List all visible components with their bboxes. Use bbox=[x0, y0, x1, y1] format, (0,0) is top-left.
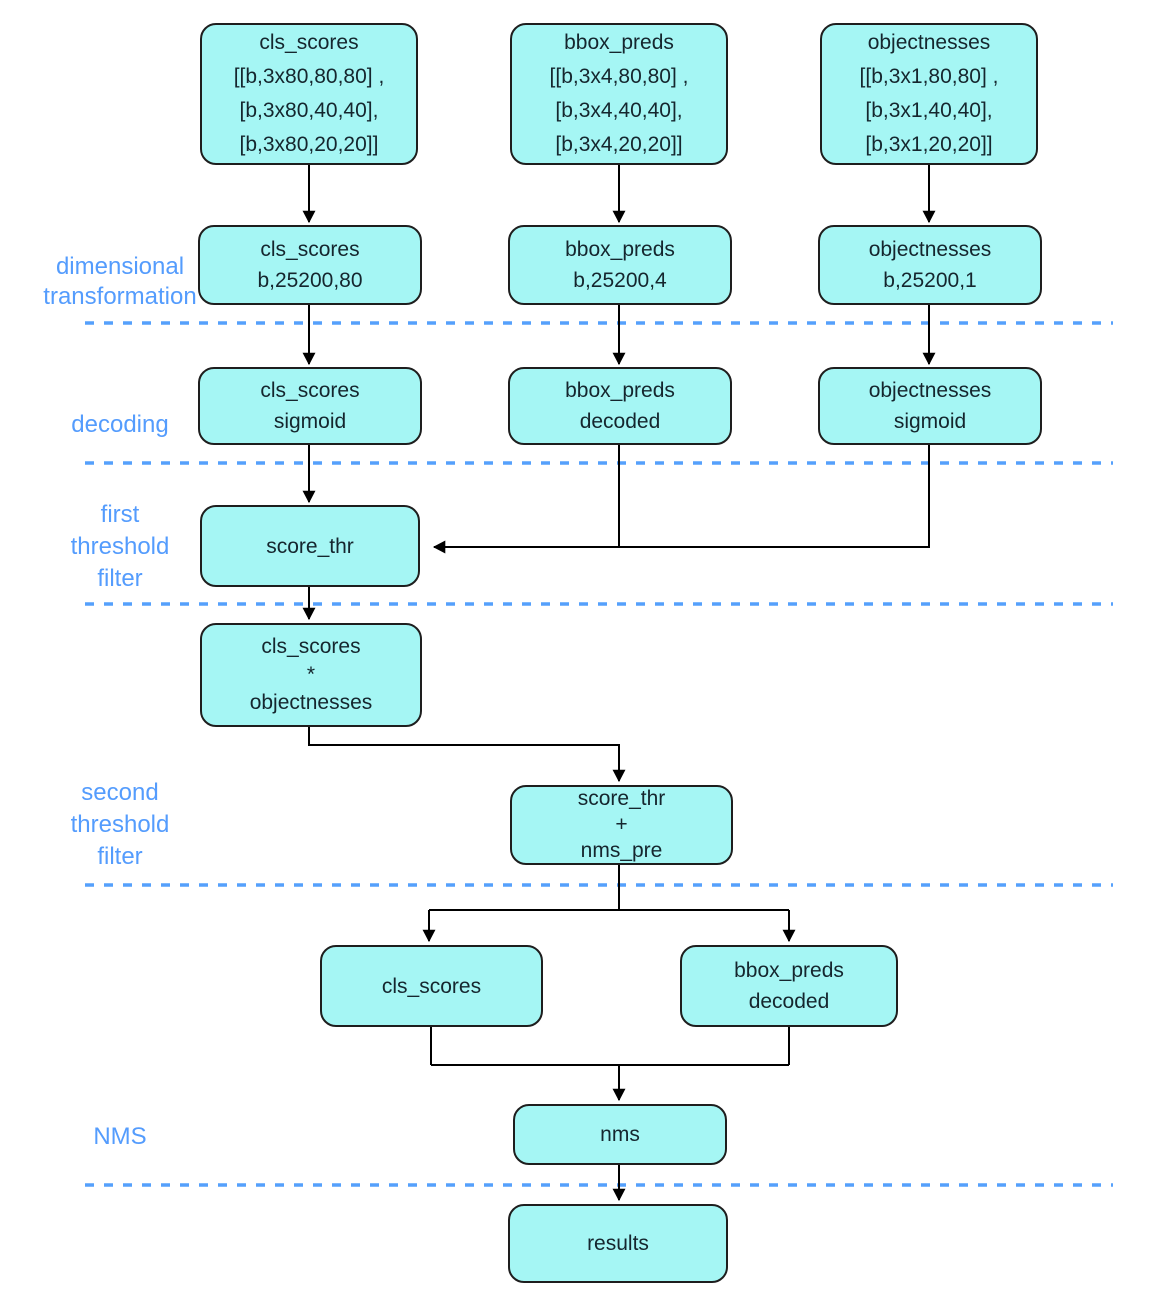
arrow-mul-to-score-thr-nms-pre bbox=[308, 727, 626, 783]
section-label-line: NMS bbox=[93, 1123, 147, 1150]
section-label-line: filter bbox=[97, 565, 143, 592]
node-line: decoded bbox=[579, 410, 661, 433]
node-line: [b,3x1,40,40], bbox=[865, 99, 993, 122]
node-line: [b,3x80,40,40], bbox=[239, 99, 379, 122]
node-line: [b,3x4,40,40], bbox=[555, 99, 683, 122]
node-line: results bbox=[587, 1232, 649, 1255]
node-line: bbox_preds bbox=[564, 31, 674, 54]
node-line: objectnesses bbox=[868, 238, 992, 261]
node-cls-scores-reshaped: cls_scores b,25200,80 bbox=[198, 225, 422, 305]
node-line: objectnesses bbox=[868, 379, 992, 402]
node-line: bbox_preds bbox=[565, 238, 675, 261]
arrow-obj-sigmoid-to-score-thr bbox=[432, 445, 930, 554]
section-label-line: threshold bbox=[70, 811, 170, 838]
node-results: results bbox=[508, 1204, 728, 1283]
section-label-nms: NMS bbox=[25, 1121, 215, 1153]
node-line: decoded bbox=[748, 990, 830, 1013]
section-label-line: first bbox=[100, 501, 140, 528]
section-label-second-threshold-filter: second threshold filter bbox=[25, 777, 215, 873]
node-score-thr-nms-pre: score_thr + nms_pre bbox=[510, 785, 733, 865]
node-line: [b,3x80,20,20]] bbox=[239, 133, 379, 156]
node-line: nms bbox=[600, 1123, 640, 1146]
node-line: + bbox=[615, 813, 628, 836]
node-bbox-preds-reshaped: bbox_preds b,25200,4 bbox=[508, 225, 732, 305]
node-objectnesses-reshaped: objectnesses b,25200,1 bbox=[818, 225, 1042, 305]
section-label-line: transformation bbox=[43, 283, 197, 310]
node-line: objectnesses bbox=[867, 31, 991, 54]
node-line: score_thr bbox=[266, 534, 354, 558]
node-line: objectnesses bbox=[249, 691, 373, 714]
node-line: cls_scores bbox=[259, 31, 359, 54]
node-line: bbox_preds bbox=[565, 379, 675, 402]
node-nms: nms bbox=[513, 1104, 727, 1165]
node-line: [[b,3x1,80,80] , bbox=[859, 65, 999, 88]
node-line: cls_scores bbox=[260, 238, 360, 261]
section-label-line: second bbox=[81, 779, 159, 806]
node-line: b,25200,80 bbox=[257, 269, 363, 292]
node-objectnesses-input: objectnesses [[b,3x1,80,80] , [b,3x1,40,… bbox=[820, 23, 1038, 165]
node-line: bbox_preds bbox=[734, 959, 844, 982]
node-line: * bbox=[306, 663, 316, 686]
node-cls-scores-input: cls_scores [[b,3x80,80,80] , [b,3x80,40,… bbox=[200, 23, 418, 165]
node-line: [[b,3x4,80,80] , bbox=[549, 65, 689, 88]
node-line: sigmoid bbox=[893, 410, 967, 433]
section-label-decoding: decoding bbox=[25, 409, 215, 441]
node-cls-scores-mul-objectnesses: cls_scores * objectnesses bbox=[200, 623, 422, 727]
node-objectnesses-sigmoid: objectnesses sigmoid bbox=[818, 367, 1042, 445]
node-bbox-preds-decoded: bbox_preds decoded bbox=[508, 367, 732, 445]
section-label-line: decoding bbox=[71, 411, 169, 438]
node-line: [b,3x4,20,20]] bbox=[555, 133, 683, 156]
node-line: sigmoid bbox=[273, 410, 347, 433]
node-score-thr: score_thr bbox=[200, 505, 420, 587]
section-label-first-threshold-filter: first threshold filter bbox=[25, 499, 215, 595]
node-cls-scores-sigmoid: cls_scores sigmoid bbox=[198, 367, 422, 445]
node-cls-scores-filtered: cls_scores bbox=[320, 945, 543, 1027]
node-bbox-preds-input: bbox_preds [[b,3x4,80,80] , [b,3x4,40,40… bbox=[510, 23, 728, 165]
section-label-line: filter bbox=[97, 843, 143, 870]
section-label-line: dimensional bbox=[55, 253, 185, 280]
node-line: cls_scores bbox=[260, 379, 360, 402]
section-label-dimensional-transformation: dimensional transformation bbox=[25, 252, 215, 312]
node-line: b,25200,4 bbox=[573, 269, 667, 292]
node-line: score_thr bbox=[577, 787, 666, 810]
node-line: [[b,3x80,80,80] , bbox=[233, 65, 385, 88]
node-line: nms_pre bbox=[580, 839, 663, 862]
section-label-line: threshold bbox=[70, 533, 170, 560]
node-line: b,25200,1 bbox=[883, 269, 977, 292]
node-line: [b,3x1,20,20]] bbox=[865, 133, 993, 156]
node-line: cls_scores bbox=[381, 974, 482, 998]
node-line: cls_scores bbox=[261, 635, 361, 658]
node-bbox-preds-decoded-filtered: bbox_preds decoded bbox=[680, 945, 898, 1027]
